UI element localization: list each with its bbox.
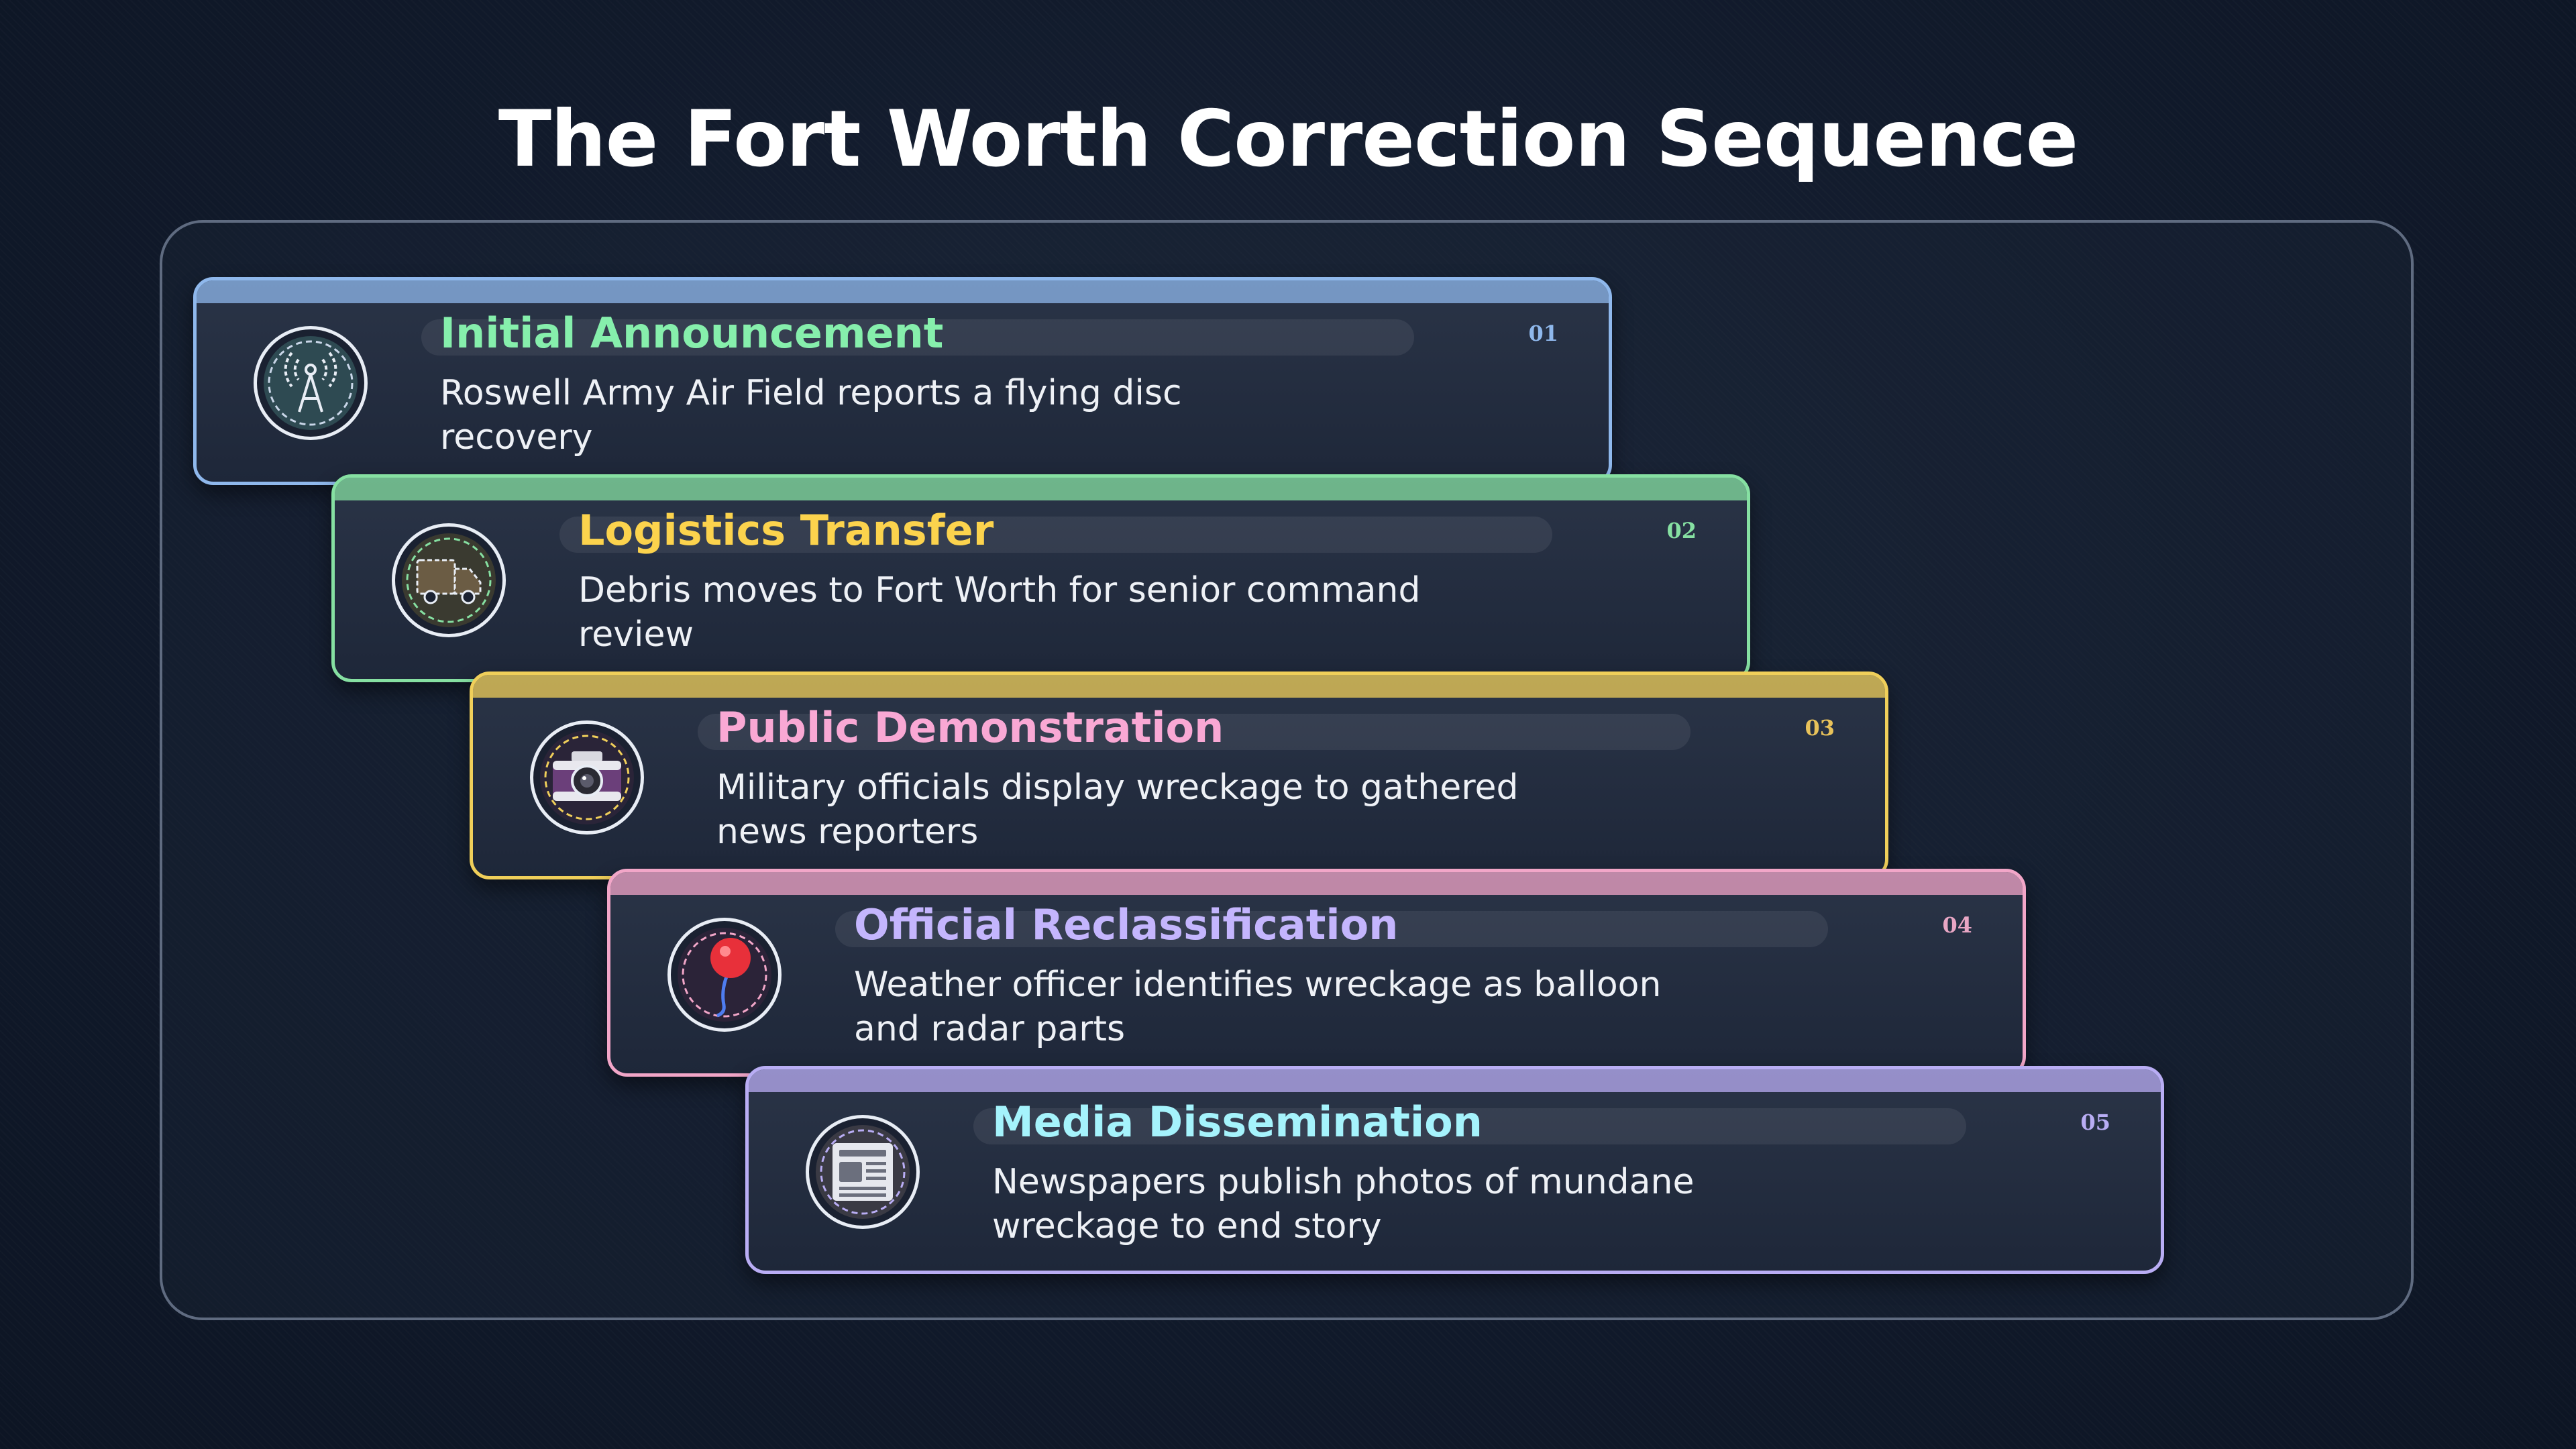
- step-icon-badge: [392, 523, 506, 637]
- step-icon-badge: [667, 918, 782, 1032]
- step-icon-badge: [530, 720, 644, 835]
- radio-tower-icon: [264, 336, 358, 430]
- page-title: The Fort Worth Correction Sequence: [498, 94, 2078, 184]
- step-number: 05: [2080, 1110, 2110, 1135]
- step-accent-bar: [335, 478, 1747, 500]
- step-number: 03: [1805, 715, 1835, 741]
- step-description: Military officials display wreckage to g…: [716, 767, 1519, 852]
- title-pill: [835, 911, 1828, 947]
- truck-icon: [402, 533, 496, 627]
- step-card-public-demonstration: Public Demonstration Military officials …: [470, 672, 1888, 879]
- step-description: Newspapers publish photos of mundane wre…: [992, 1162, 1695, 1246]
- balloon-icon: [678, 928, 771, 1022]
- title-pill: [973, 1108, 1966, 1144]
- step-title: Public Demonstration: [716, 703, 1224, 752]
- step-title: Official Reclassification: [854, 900, 1399, 949]
- step-description: Weather officer identifies wreckage as b…: [854, 965, 1662, 1049]
- newspaper-icon: [816, 1125, 910, 1219]
- title-pill: [559, 517, 1552, 553]
- step-accent-bar: [473, 675, 1885, 698]
- step-title: Initial Announcement: [440, 309, 944, 358]
- step-card-official-reclassification: Official Reclassification Weather office…: [607, 869, 2026, 1077]
- step-accent-bar: [610, 872, 2023, 895]
- step-title: Media Dissemination: [992, 1097, 1483, 1146]
- camera-icon: [540, 731, 634, 824]
- step-description: Debris moves to Fort Worth for senior co…: [578, 570, 1421, 655]
- title-pill: [421, 319, 1414, 356]
- step-card-initial-announcement: Initial Announcement Roswell Army Air Fi…: [193, 277, 1612, 485]
- step-icon-badge: [254, 326, 368, 440]
- step-title: Logistics Transfer: [578, 506, 994, 555]
- step-accent-bar: [197, 280, 1609, 303]
- step-description: Roswell Army Air Field reports a flying …: [440, 373, 1182, 458]
- step-icon-badge: [806, 1115, 920, 1229]
- step-card-media-dissemination: Media Dissemination Newspapers publish p…: [745, 1066, 2164, 1274]
- step-number: 02: [1666, 518, 1697, 543]
- title-pill: [698, 714, 1690, 750]
- step-number: 01: [1528, 321, 1558, 346]
- step-card-logistics-transfer: Logistics Transfer Debris moves to Fort …: [331, 474, 1750, 682]
- step-number: 04: [1942, 912, 1972, 938]
- step-accent-bar: [749, 1069, 2161, 1092]
